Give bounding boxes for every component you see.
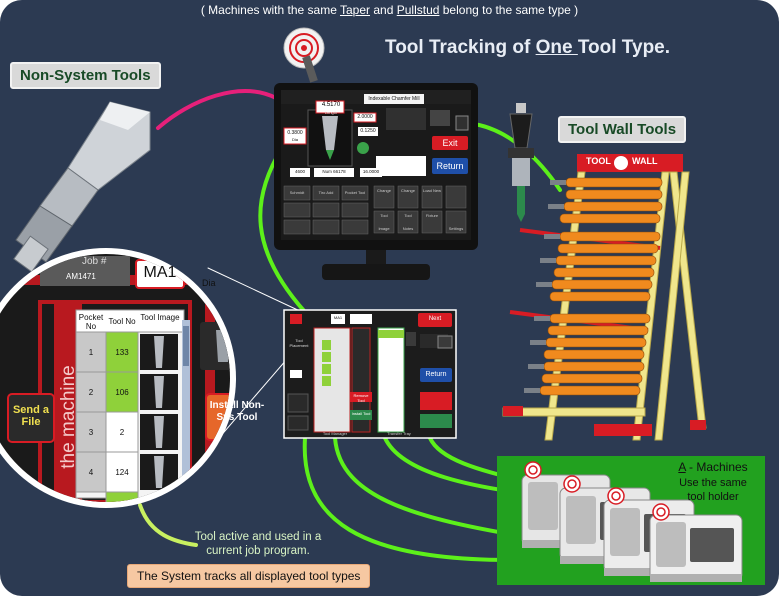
zoom-job-value: AM1471	[66, 272, 96, 281]
zoom-send-button[interactable]: Send a File	[10, 404, 52, 428]
tool-wall-tools-label: Tool Wall Tools	[558, 116, 686, 143]
zoom-job-label: Job #	[82, 256, 106, 267]
monitor-dia-caption: Dia	[284, 137, 306, 142]
monitor-grid-item[interactable]: Tool	[398, 213, 418, 218]
tool-active-note: Tool active and used in a current job pr…	[178, 530, 338, 558]
rack-sign-logo-icon	[614, 156, 628, 170]
monitor-value-a: 2.0000	[355, 114, 375, 120]
monitor-length-value: 4.5170	[318, 102, 344, 108]
table-row-pocket: 2	[76, 388, 106, 397]
monitor-grid-item[interactable]: Notes	[398, 226, 418, 231]
title-underlined: One	[536, 37, 578, 58]
top-note-suffix: belong to the same type )	[439, 3, 578, 17]
top-note-and: and	[370, 3, 397, 17]
machines-title-suffix: - Machines	[686, 460, 748, 474]
table-row-pocket: 4	[76, 468, 106, 477]
monitor-return-button[interactable]: Return	[432, 161, 468, 171]
top-note-prefix: ( Machines with the same	[201, 3, 340, 17]
table-row-tool: 133	[106, 348, 138, 357]
monitor-dia-value: 0.3800	[284, 130, 306, 136]
monitor-grid-item[interactable]: Load New	[422, 188, 442, 193]
table-row-tool: 2	[106, 428, 138, 437]
zoom-install-button[interactable]: Install Non-Sys Tool	[208, 400, 266, 424]
title-prefix: Tool Tracking of	[385, 37, 536, 58]
monitor-length-caption: Length	[318, 110, 344, 115]
monitor-qty-value: 16.0000	[360, 169, 382, 174]
monitor-part-value: Num 66178	[314, 169, 354, 174]
machine-4	[650, 515, 742, 582]
table-header-pocket: Pocket No	[76, 313, 106, 331]
table-row-tool: 106	[106, 388, 138, 397]
small-screen-next-button[interactable]: Next	[418, 316, 452, 322]
small-screen-machine: MA1	[331, 315, 345, 320]
table-row-pocket: 1	[76, 348, 106, 357]
table-row-tool: 124	[106, 468, 138, 477]
monitor-tool-name: Indexable Chamfer Mill	[364, 96, 424, 102]
monitor-value-b: 0.1250	[358, 128, 378, 134]
small-screen-footer-left: Tool Manager	[310, 431, 360, 436]
monitor-grid-item[interactable]: Tool	[374, 213, 394, 218]
top-note-pullstud: Pullstud	[397, 3, 440, 17]
small-screen-caption-c[interactable]: Install Tool	[350, 411, 372, 416]
small-screen-return-button[interactable]: Return	[420, 371, 452, 378]
top-note: ( Machines with the same Taper and Pulls…	[0, 3, 779, 17]
table-row-pocket: 3	[76, 428, 106, 437]
monitor-grid-item[interactable]: Fixture	[422, 213, 442, 218]
monitor-grid-item[interactable]: Settings	[446, 226, 466, 231]
table-header-tool-image: Tool Image	[140, 313, 180, 322]
top-note-taper: Taper	[340, 3, 370, 17]
system-tracks-note: The System tracks all displayed tool typ…	[127, 564, 370, 588]
rack-sign-left: TOOL	[586, 156, 611, 166]
monitor-exit-button[interactable]: Exit	[432, 138, 468, 148]
rack-sign-right: WALL	[632, 156, 658, 166]
machines-panel-line3: tool holder	[660, 490, 766, 504]
monitor-grid-item[interactable]: Tiro Add	[313, 190, 339, 195]
monitor-grid-item[interactable]: Pocket Tool	[342, 190, 368, 195]
non-system-tools-label: Non-System Tools	[10, 62, 161, 89]
machines-panel-title: A - Machines	[660, 460, 766, 474]
machines-letter: A	[678, 460, 685, 474]
table-header-tool-no: Tool No	[106, 317, 138, 326]
zoom-machine-label: MA1	[136, 264, 184, 282]
small-screen-caption-b[interactable]: Remove Tool	[350, 393, 372, 403]
small-screen-footer-right: Transfer Tray	[374, 431, 424, 436]
zoom-dia-fragment: Dia	[202, 278, 216, 288]
machines-panel-line2: Use the same	[660, 476, 766, 490]
monitor-grid-item[interactable]: Schmidt	[284, 190, 310, 195]
monitor-grid-item[interactable]: Image	[374, 226, 394, 231]
monitor-grid-item[interactable]: Change	[374, 188, 394, 193]
small-screen-caption-a: Tool Placement	[286, 338, 312, 348]
diagram-title: Tool Tracking of One Tool Type.	[385, 37, 670, 59]
monitor-grid-item[interactable]: Change	[398, 188, 418, 193]
title-suffix: Tool Type.	[578, 37, 670, 58]
monitor-pocket-value: 4600	[290, 169, 310, 174]
